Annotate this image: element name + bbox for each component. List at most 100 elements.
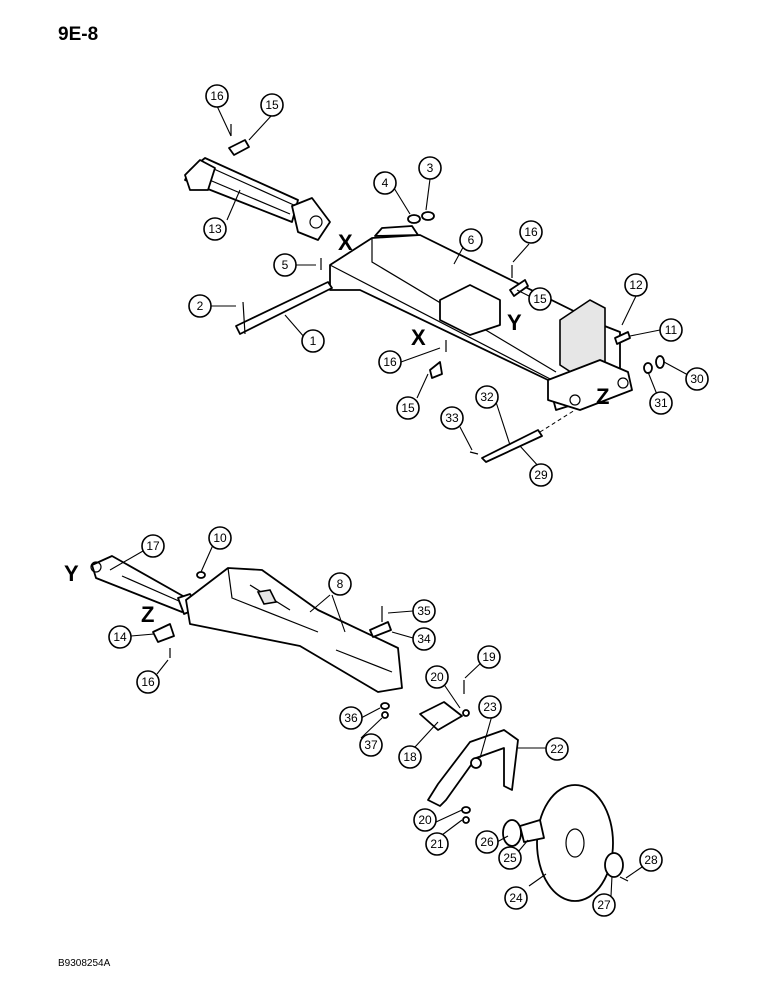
svg-text:2: 2: [197, 299, 204, 313]
ref-letter-z: Z: [141, 602, 154, 627]
svg-text:32: 32: [480, 390, 494, 404]
callout-2: 2: [188, 294, 212, 318]
callout-22: 22: [545, 737, 569, 761]
svg-text:20: 20: [430, 670, 444, 684]
svg-text:16: 16: [383, 355, 397, 369]
ref-letter-x: X: [411, 325, 426, 350]
callout-17: 17: [141, 534, 165, 558]
callout-16: 16: [378, 350, 402, 374]
svg-text:29: 29: [534, 468, 548, 482]
hydraulic-cylinder: [184, 157, 331, 241]
callout-31: 31: [649, 391, 673, 415]
callout-3: 3: [418, 156, 442, 180]
ref-letter-z: Z: [596, 384, 609, 409]
callout-30: 30: [685, 367, 709, 391]
callout-16: 16: [519, 220, 543, 244]
svg-text:25: 25: [503, 851, 517, 865]
callout-20: 20: [413, 808, 437, 832]
svg-text:30: 30: [690, 372, 704, 386]
callout-33: 33: [440, 406, 464, 430]
callout-23: 23: [478, 695, 502, 719]
callout-15: 15: [528, 287, 552, 311]
svg-text:20: 20: [418, 813, 432, 827]
svg-text:10: 10: [213, 531, 227, 545]
callout-12: 12: [624, 273, 648, 297]
callout-10: 10: [208, 526, 232, 550]
callout-4: 4: [373, 171, 397, 195]
ref-letter-y: Y: [64, 561, 79, 586]
callout-19: 19: [477, 645, 501, 669]
callout-15: 15: [260, 93, 284, 117]
callout-13: 13: [203, 217, 227, 241]
callout-14: 14: [108, 625, 132, 649]
callout-29: 29: [529, 463, 553, 487]
svg-text:6: 6: [468, 233, 475, 247]
svg-text:13: 13: [208, 222, 222, 236]
svg-text:33: 33: [445, 411, 459, 425]
svg-text:3: 3: [427, 161, 434, 175]
callout-25: 25: [498, 846, 522, 870]
cylinder-pin: [228, 124, 250, 156]
svg-text:24: 24: [509, 891, 523, 905]
svg-text:1: 1: [310, 334, 317, 348]
callout-15: 15: [396, 396, 420, 420]
callout-32: 32: [475, 385, 499, 409]
callout-21: 21: [425, 832, 449, 856]
callout-20: 20: [425, 665, 449, 689]
callout-5: 5: [273, 253, 297, 277]
svg-text:4: 4: [382, 176, 389, 190]
disc-scraper: [427, 729, 519, 824]
svg-text:22: 22: [550, 742, 564, 756]
svg-text:34: 34: [417, 632, 431, 646]
svg-text:14: 14: [113, 630, 127, 644]
page-code: 9E-8: [58, 24, 99, 45]
callout-34: 34: [412, 627, 436, 651]
svg-text:18: 18: [403, 750, 417, 764]
disc-blade: [502, 784, 629, 902]
callout-18: 18: [398, 745, 422, 769]
svg-text:15: 15: [401, 401, 415, 415]
washers: [407, 211, 435, 224]
svg-text:19: 19: [482, 650, 496, 664]
svg-text:28: 28: [644, 853, 658, 867]
callout-1: 1: [301, 329, 325, 353]
svg-text:15: 15: [265, 98, 279, 112]
callout-11: 11: [659, 318, 683, 342]
hitch-pin: [469, 409, 576, 463]
svg-text:37: 37: [364, 738, 378, 752]
ref-letter-y: Y: [507, 310, 522, 335]
main-frame: [329, 225, 633, 411]
callout-8: 8: [328, 572, 352, 596]
svg-text:5: 5: [282, 258, 289, 272]
svg-text:23: 23: [483, 700, 497, 714]
svg-text:21: 21: [430, 837, 444, 851]
callout-16: 16: [136, 670, 160, 694]
callout-16: 16: [205, 84, 229, 108]
callout-36: 36: [339, 706, 363, 730]
svg-text:12: 12: [629, 278, 643, 292]
callout-28: 28: [639, 848, 663, 872]
svg-text:36: 36: [344, 711, 358, 725]
callout-35: 35: [412, 599, 436, 623]
long-pin: [235, 281, 333, 335]
ref-letter-x: X: [338, 230, 353, 255]
callout-26: 26: [475, 830, 499, 854]
svg-text:27: 27: [597, 898, 611, 912]
callout-24: 24: [504, 886, 528, 910]
svg-text:17: 17: [146, 539, 160, 553]
svg-text:15: 15: [533, 292, 547, 306]
callout-27: 27: [592, 893, 616, 917]
svg-text:16: 16: [141, 675, 155, 689]
arm-pins: [152, 571, 392, 719]
svg-text:16: 16: [210, 89, 224, 103]
arm-weldment: [185, 567, 403, 693]
figure-code: B9308254A: [58, 958, 111, 969]
svg-text:16: 16: [524, 225, 538, 239]
callout-6: 6: [459, 228, 483, 252]
svg-text:8: 8: [337, 577, 344, 591]
svg-text:35: 35: [417, 604, 431, 618]
callout-37: 37: [359, 733, 383, 757]
svg-text:31: 31: [654, 396, 668, 410]
svg-text:11: 11: [665, 323, 678, 337]
